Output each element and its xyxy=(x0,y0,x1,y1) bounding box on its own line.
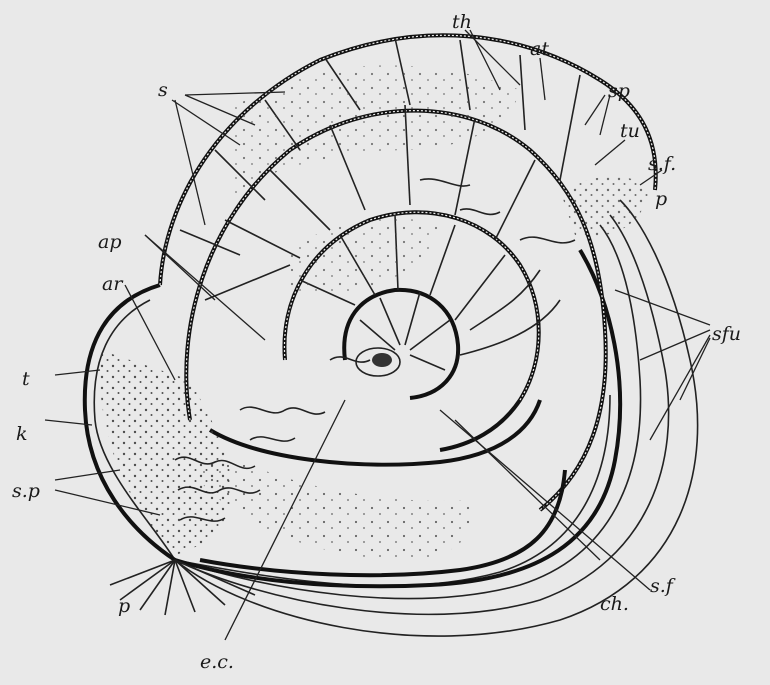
label-p-right: p xyxy=(655,188,667,210)
label-ch: ch. xyxy=(600,593,629,615)
label-th: th xyxy=(452,11,472,33)
bottom-pole-fan xyxy=(110,560,255,615)
label-sf-bottom: s.f xyxy=(650,575,676,597)
label-sfu: sfu xyxy=(712,323,741,345)
label-k: k xyxy=(16,423,28,445)
label-ar: ar xyxy=(102,273,124,295)
label-s: s xyxy=(158,79,168,101)
label-sp-top: sp xyxy=(608,80,630,102)
label-tu: tu xyxy=(620,120,640,142)
label-ap: ap xyxy=(98,231,122,253)
label-t: t xyxy=(22,368,30,390)
label-sf-top: s.f. xyxy=(648,153,676,175)
label-at: at xyxy=(530,38,549,60)
label-ec: e.c. xyxy=(200,651,234,673)
label-p-bottom: p xyxy=(118,595,130,617)
label-sp-left: s.p xyxy=(12,480,40,502)
